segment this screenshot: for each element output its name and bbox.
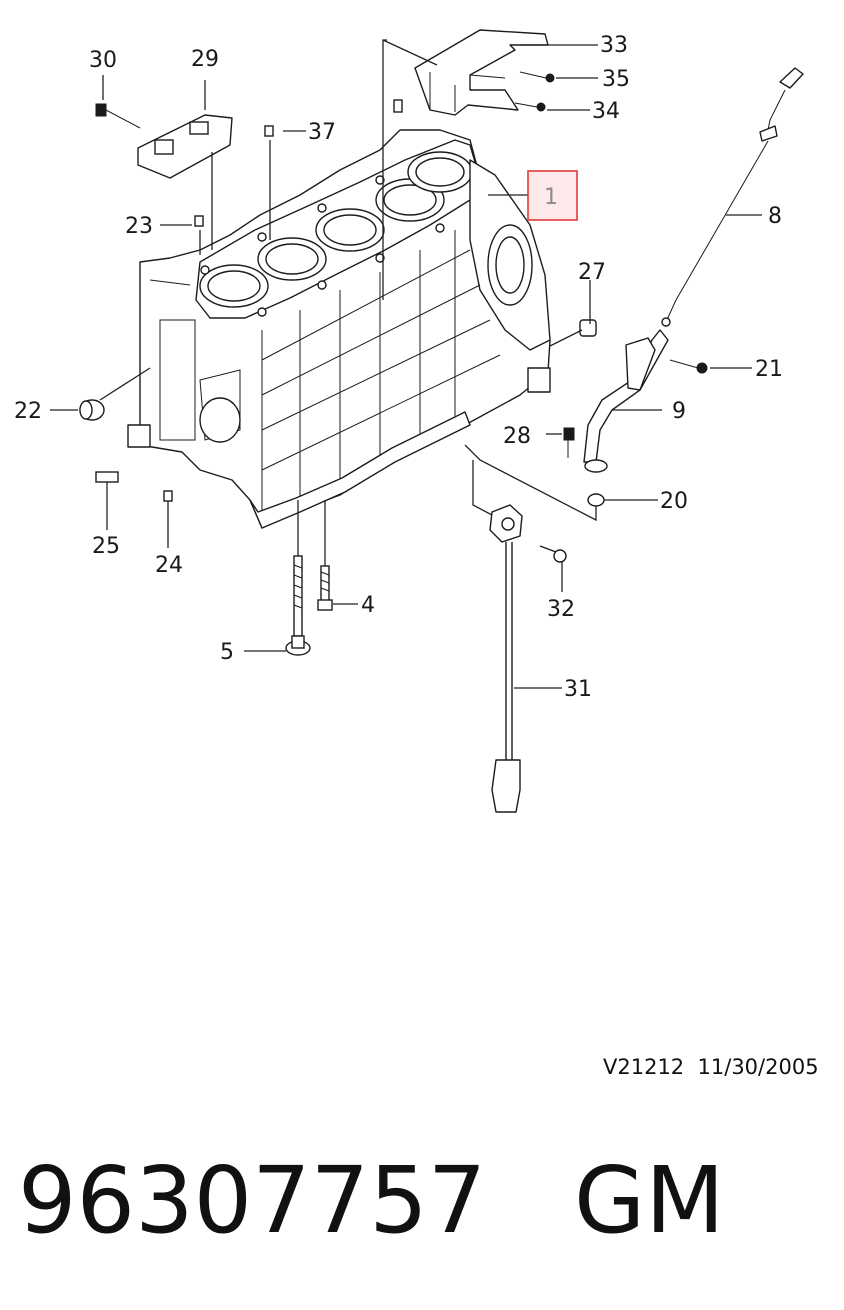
callout-23: 23	[125, 214, 153, 239]
highlight-box-part-1	[527, 170, 578, 221]
callout-5: 5	[220, 640, 234, 665]
pin-24	[163, 490, 173, 502]
leader-lines	[50, 39, 762, 689]
pin-25	[95, 471, 119, 483]
bolt-34	[514, 102, 546, 112]
callout-27: 27	[578, 260, 606, 285]
callout-24: 24	[155, 553, 183, 578]
callout-37: 37	[308, 120, 336, 145]
sleeve-27	[579, 319, 597, 337]
knock-sensor-31	[489, 504, 523, 813]
callout-8: 8	[768, 204, 782, 229]
bolt-30	[95, 103, 141, 129]
dowel-37	[264, 125, 274, 137]
plug-22	[79, 399, 105, 421]
o-ring-20	[587, 493, 605, 507]
callout-1: 1	[544, 185, 558, 210]
callout-25: 25	[92, 534, 120, 559]
bolt-5	[285, 555, 311, 656]
callout-30: 30	[89, 48, 117, 73]
engine-block	[127, 129, 551, 529]
diagram-reference: V21212 11/30/2005	[603, 1055, 819, 1079]
dowel-top	[393, 99, 403, 113]
bolt-35	[519, 71, 555, 83]
bracket-29	[137, 114, 233, 179]
guide-tube-9	[583, 329, 669, 473]
callout-4: 4	[361, 593, 375, 618]
bolt-32	[539, 545, 567, 563]
callout-20: 20	[660, 489, 688, 514]
callout-21: 21	[755, 357, 783, 382]
dowel-23	[194, 215, 204, 227]
bolt-21	[669, 359, 708, 374]
callout-28: 28	[503, 424, 531, 449]
callout-33: 33	[600, 33, 628, 58]
bolt-4	[317, 565, 333, 611]
callout-29: 29	[191, 47, 219, 72]
callout-34: 34	[592, 99, 620, 124]
callout-22: 22	[14, 399, 42, 424]
callout-35: 35	[602, 67, 630, 92]
part-number: 96307757 GM	[18, 1147, 725, 1254]
callout-31: 31	[564, 677, 592, 702]
callout-32: 32	[547, 597, 575, 622]
bracket-33	[414, 29, 549, 116]
bolt-28	[563, 427, 575, 458]
dipstick-8	[661, 67, 804, 327]
callout-9: 9	[672, 399, 686, 424]
